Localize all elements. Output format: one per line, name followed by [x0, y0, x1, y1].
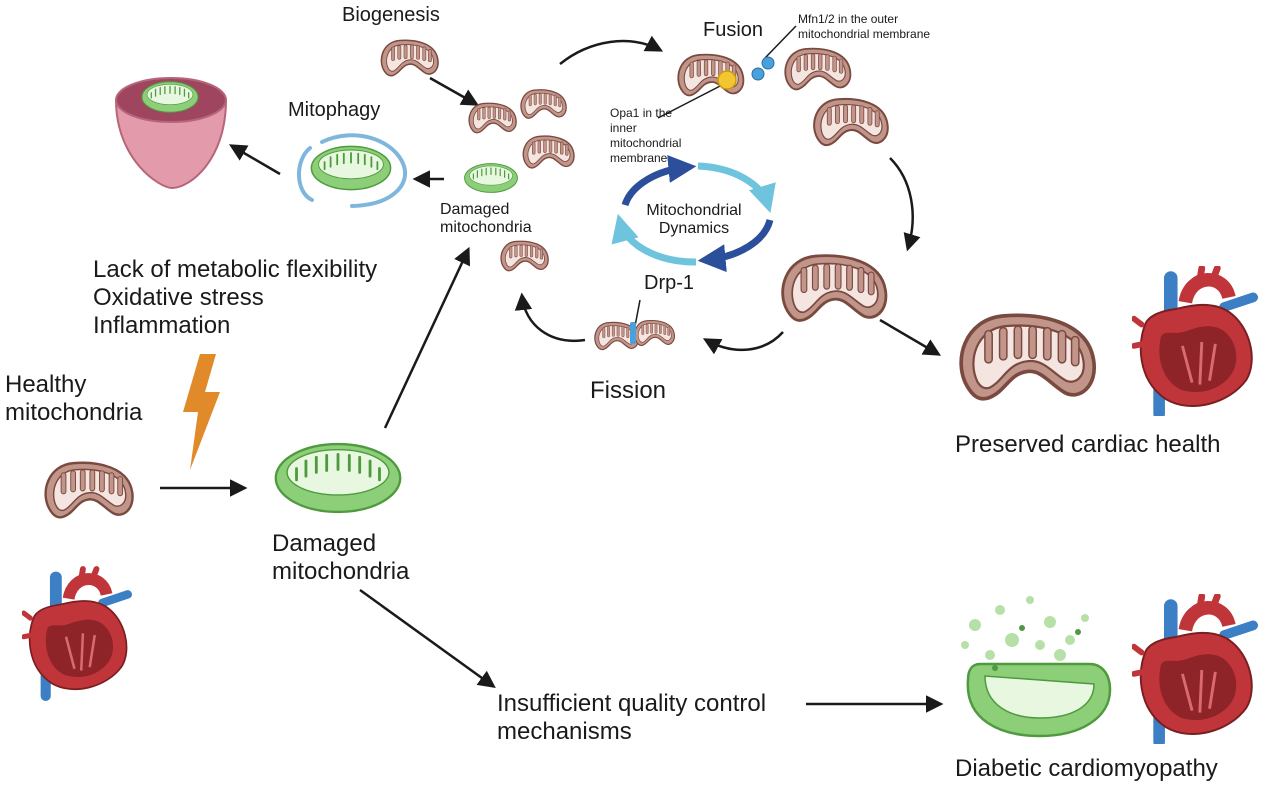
drp1-label: Drp-1 [644, 272, 695, 294]
small-mitochondrion-icon [500, 240, 549, 272]
mitochondrial-dynamics-label: Mitochondrial Dynamics [646, 202, 742, 238]
small-mitochondrion-icon [522, 135, 575, 169]
small-mitochondrion-icon [520, 89, 568, 120]
opa1-annotation: Opa1 in the inner mitochondrial membrane [610, 106, 682, 165]
small-mitochondrion-icon [468, 102, 517, 134]
flow-arrows [160, 35, 944, 713]
lysosome-icon [114, 77, 228, 190]
preserved-mitochondrion-icon [961, 315, 1094, 398]
healthy-mitochondria-label: Healthy mitochondria [5, 371, 143, 426]
disintegrating-mitochondrion-icon [961, 596, 1112, 738]
damaged-mitochondria-label: Damaged mitochondria [272, 530, 410, 585]
stressor-1: Lack of metabolic flexibility [93, 256, 378, 283]
insufficient-quality-control-label: Insufficient quality control mechanisms [497, 690, 767, 745]
stressor-3: Inflammation [93, 312, 231, 339]
heart-icon-diabetic [1134, 596, 1253, 741]
heart-icon-left [24, 569, 128, 696]
biogenesis-label: Biogenesis [342, 4, 440, 26]
mitophagy-label: Mitophagy [288, 99, 381, 121]
lightning-icon [183, 354, 220, 470]
fission-label: Fission [590, 377, 667, 404]
diabetic-cardiomyopathy-label: Diabetic cardiomyopathy [955, 755, 1218, 782]
arrow-biogenesis [429, 76, 480, 106]
fusion-label: Fusion [703, 19, 764, 41]
fusion-mitochondria-icon [677, 47, 852, 97]
fission-mitochondria-icon [593, 319, 676, 351]
damaged-mitochondria-top-label: Damaged mitochondria [440, 201, 532, 237]
arrow-large-to-preserved [879, 318, 942, 356]
heart-icon-preserved [1134, 268, 1253, 413]
biogenesis-mitochondrion-icon [380, 39, 439, 77]
arrow-fusion-to-large [889, 157, 921, 252]
healthy-mitochondrion-icon [43, 461, 135, 519]
damaged-mitochondrion-icon [274, 442, 402, 514]
arrow-damaged-to-top [383, 246, 471, 429]
arrow-fission-to-damaged [514, 292, 586, 343]
fused-mitochondrion-icon [812, 97, 890, 147]
arrow-to-fusion [559, 35, 664, 65]
damaged-small-mitochondrion-icon [463, 162, 519, 194]
mitophagy-phagophore-icon [297, 133, 408, 208]
dynamics-cycle-icon [611, 154, 776, 273]
preserved-cardiac-health-label: Preserved cardiac health [955, 431, 1221, 458]
arrow-large-to-fission [702, 331, 784, 355]
arrow-mitophagy-to-lysosome [228, 144, 281, 176]
mfn-annotation: Mfn1/2 in the outer mitochondrial membra… [798, 12, 931, 41]
arrow-damaged-to-insufficient [359, 588, 496, 689]
healthy-large-mitochondrion-icon [781, 254, 888, 322]
stressor-2: Oxidative stress [93, 284, 264, 311]
